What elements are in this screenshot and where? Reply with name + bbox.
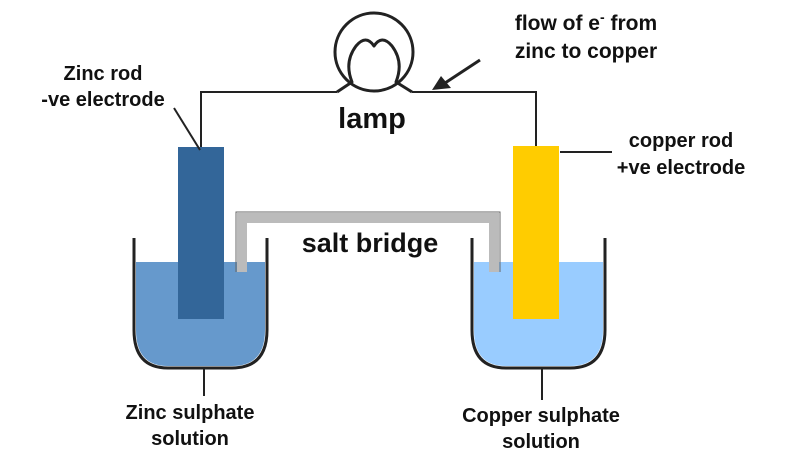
copper-rod-label-line2: +ve electrode bbox=[617, 157, 745, 179]
wire-right bbox=[412, 91, 537, 146]
salt-bridge-tube bbox=[237, 213, 499, 272]
zinc-rod bbox=[178, 147, 224, 319]
copper-solution-label-line1: Copper sulphate bbox=[462, 405, 620, 427]
flow-label-suffix: from bbox=[605, 12, 658, 35]
copper-rod-label-line1: copper rod bbox=[629, 130, 733, 152]
copper-solution-label-line2: solution bbox=[502, 431, 580, 453]
copper-rod bbox=[513, 146, 559, 319]
flow-label-line1: flow of e- from bbox=[515, 9, 657, 35]
electron-flow-arrow bbox=[432, 58, 481, 90]
flow-label-superscript: - bbox=[600, 9, 605, 25]
zinc-beaker bbox=[132, 238, 269, 370]
zinc-rod-pointer-line bbox=[173, 107, 201, 151]
zinc-rod-label-line1: Zinc rod bbox=[64, 63, 143, 85]
flow-label-line2: zinc to copper bbox=[515, 40, 657, 63]
salt-bridge-outline bbox=[235, 211, 501, 272]
lamp-icon bbox=[333, 11, 415, 94]
zinc-solution-label-line2: solution bbox=[151, 428, 229, 450]
lamp-label: lamp bbox=[338, 103, 406, 135]
flow-label-prefix: flow of e bbox=[515, 12, 600, 35]
zinc-solution-label-line1: Zinc sulphate bbox=[126, 402, 255, 424]
salt-bridge-label: salt bridge bbox=[302, 228, 439, 258]
copper-beaker bbox=[470, 238, 607, 370]
zinc-rod-label-line2: -ve electrode bbox=[41, 89, 164, 111]
wire-left bbox=[200, 91, 337, 147]
